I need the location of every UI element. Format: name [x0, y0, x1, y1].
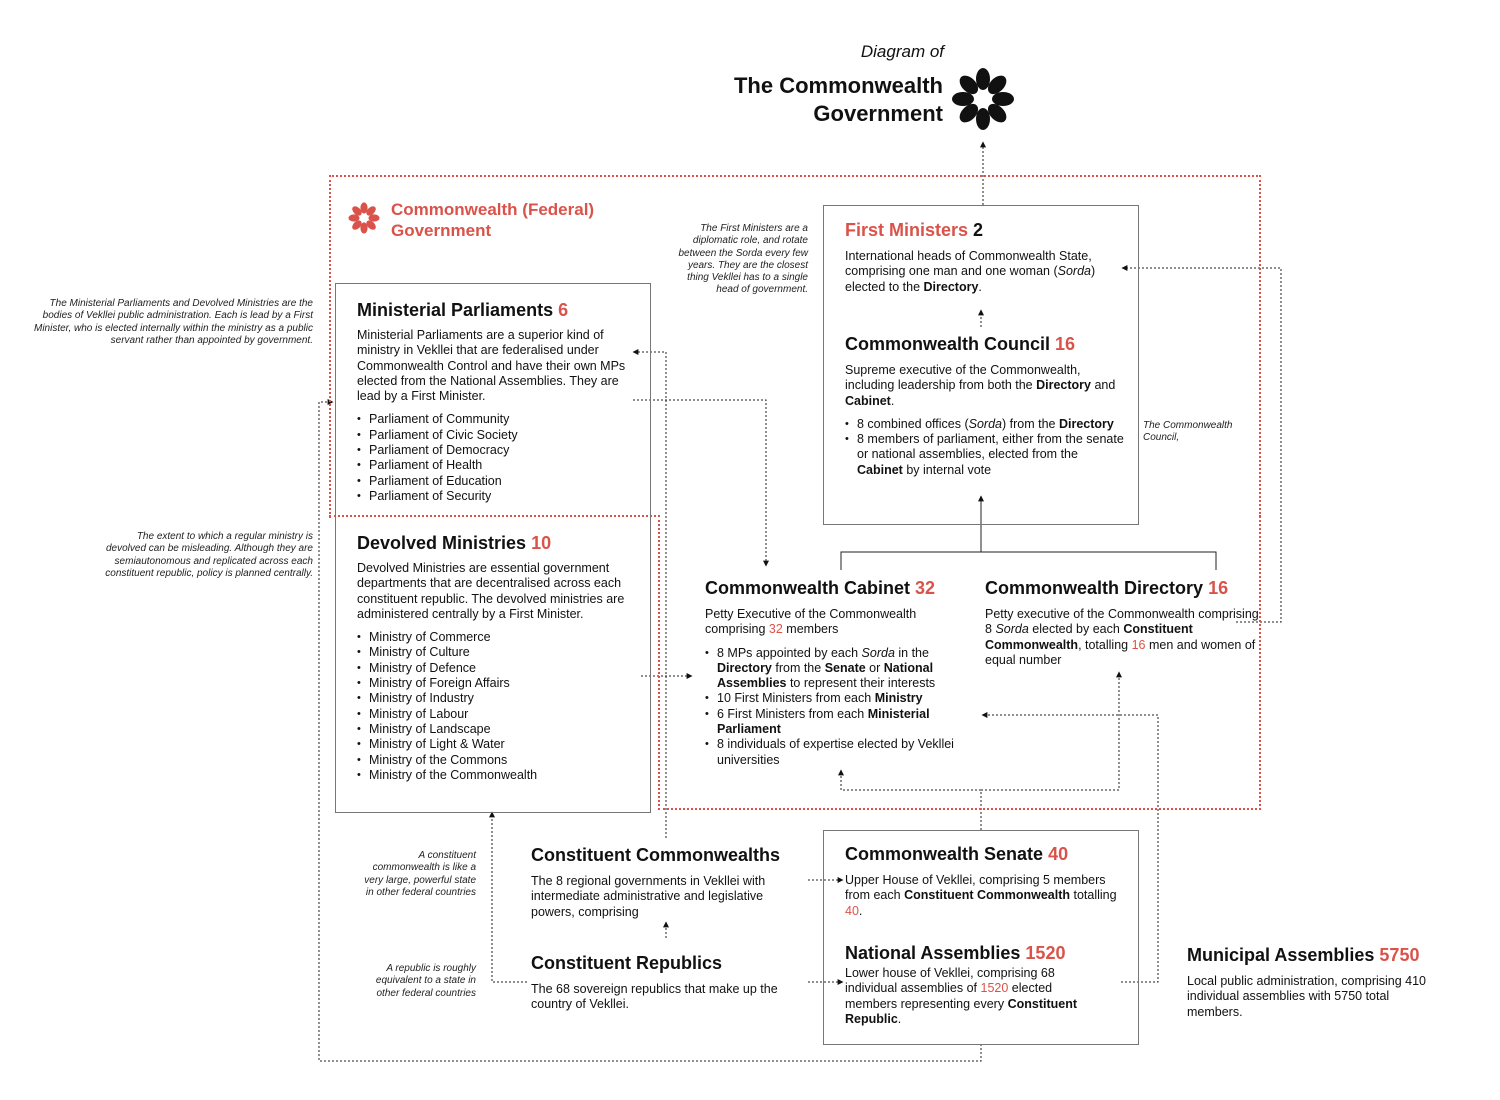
national-section: National Assemblies 1520 Lower house of …: [845, 942, 1095, 1027]
council-list: 8 combined offices (Sorda) from the Dire…: [845, 417, 1125, 478]
federal-boundary-lower: [658, 515, 1261, 810]
federal-title-line-1: Commonwealth (Federal): [391, 200, 595, 219]
list-item: Ministry of Foreign Affairs: [357, 676, 627, 692]
diagram-pretitle: Diagram of: [860, 42, 944, 61]
first-ministers-heading: First Ministers 2: [845, 220, 984, 240]
ministerial-heading: Ministerial Parliaments 6: [357, 300, 569, 320]
title-line-1: The Commonwealth: [733, 73, 943, 98]
first-ministers-section: First Ministers 2 International heads of…: [845, 219, 1125, 295]
ministerial-section: Ministerial Parliaments 6 Ministerial Pa…: [357, 299, 627, 505]
first-ministers-council-box: [823, 205, 1139, 525]
list-item: Parliament of Democracy: [357, 443, 627, 459]
list-item: 8 members of parliament, either from the…: [845, 432, 1125, 478]
senate-heading: Commonwealth Senate 40: [845, 844, 1069, 864]
list-item: 10 First Ministers from each Ministry: [705, 691, 973, 707]
constituent-commonwealths-desc: The 8 regional governments in Vekllei wi…: [531, 874, 766, 919]
list-item: Ministry of the Commonwealth: [357, 768, 627, 784]
list-item: Ministry of Labour: [357, 707, 627, 723]
list-item: Ministry of Landscape: [357, 722, 627, 738]
devolved-list: Ministry of Commerce Ministry of Culture…: [357, 630, 627, 783]
list-item: Ministry of Light & Water: [357, 737, 627, 753]
devolved-desc: Devolved Ministries are essential govern…: [357, 561, 625, 621]
note-first-ministers: The First Ministers are a diplomatic rol…: [678, 223, 808, 296]
senate-section: Commonwealth Senate 40 Upper House of Ve…: [845, 843, 1125, 919]
note-republic: A republic is roughly equivalent to a st…: [375, 963, 476, 999]
directory-heading: Commonwealth Directory 16: [985, 578, 1229, 598]
national-heading: National Assemblies 1520: [845, 943, 1066, 963]
list-item: Ministry of the Commons: [357, 753, 627, 769]
list-item: Parliament of Education: [357, 474, 627, 490]
list-item: Ministry of Commerce: [357, 630, 627, 646]
federal-boundary-upper: [329, 175, 1261, 518]
note-devolved: The extent to which a regular ministry i…: [105, 531, 313, 579]
federal-title-line-2: Government: [391, 221, 492, 240]
constituent-commonwealths-section: Constituent Commonwealths The 8 regional…: [531, 844, 801, 920]
constituent-commonwealths-heading: Constituent Commonwealths: [531, 845, 781, 865]
first-ministers-desc: International heads of Commonwealth Stat…: [845, 249, 1096, 294]
devolved-heading: Devolved Ministries 10: [357, 533, 552, 553]
flower-emblem-icon: [952, 68, 1014, 130]
council-section: Commonwealth Council 16 Supreme executiv…: [845, 333, 1125, 478]
devolved-section: Devolved Ministries 10 Devolved Ministri…: [357, 532, 627, 783]
legislature-box: [823, 830, 1139, 1045]
cabinet-heading: Commonwealth Cabinet 32: [705, 578, 936, 598]
list-item: Parliament of Security: [357, 489, 627, 505]
title-line-2: Government: [813, 101, 943, 126]
municipal-section: Municipal Assemblies 5750 Local public a…: [1187, 944, 1447, 1020]
note-constituent-commonwealth: A constituent commonwealth is like a ver…: [364, 850, 476, 898]
list-item: Parliament of Civic Society: [357, 428, 627, 444]
municipal-desc: Local public administration, comprising …: [1187, 974, 1427, 1019]
list-item: 8 combined offices (Sorda) from the Dire…: [845, 417, 1125, 433]
diagram-title: The Commonwealth Government: [734, 72, 943, 128]
cabinet-section: Commonwealth Cabinet 32 Petty Executive …: [705, 577, 973, 768]
national-desc: Lower house of Vekllei, comprising 68 in…: [845, 966, 1078, 1026]
ministerial-desc: Ministerial Parliaments are a superior k…: [357, 328, 626, 404]
federal-government-title: Commonwealth (Federal) Government: [391, 199, 594, 241]
council-heading: Commonwealth Council 16: [845, 334, 1076, 354]
list-item: 8 MPs appointed by each Sorda in the Dir…: [705, 646, 973, 692]
cabinet-list: 8 MPs appointed by each Sorda in the Dir…: [705, 646, 973, 768]
note-council: The Commonwealth Council,: [1143, 420, 1233, 444]
ministerial-parliaments-box: [335, 283, 651, 513]
constituent-republics-heading: Constituent Republics: [531, 953, 723, 973]
cabinet-desc: Petty Executive of the Commonwealth comp…: [705, 607, 917, 637]
directory-section: Commonwealth Directory 16 Petty executiv…: [985, 577, 1260, 668]
directory-desc: Petty executive of the Commonwealth comp…: [985, 607, 1259, 667]
constituent-republics-desc: The 68 sovereign republics that make up …: [531, 982, 778, 1012]
ministerial-list: Parliament of Community Parliament of Ci…: [357, 412, 627, 504]
federal-flower-icon: [348, 202, 380, 234]
list-item: 8 individuals of expertise elected by Ve…: [705, 737, 973, 768]
municipal-heading: Municipal Assemblies 5750: [1187, 945, 1420, 965]
constituent-republics-section: Constituent Republics The 68 sovereign r…: [531, 952, 801, 1013]
list-item: Parliament of Community: [357, 412, 627, 428]
list-item: Ministry of Industry: [357, 691, 627, 707]
list-item: Ministry of Culture: [357, 645, 627, 661]
senate-desc: Upper House of Vekllei, comprising 5 mem…: [845, 873, 1117, 918]
federal-boundary-divider: [329, 515, 660, 517]
list-item: Parliament of Health: [357, 458, 627, 474]
devolved-ministries-box: [335, 513, 651, 813]
note-ministerial: The Ministerial Parliaments and Devolved…: [33, 298, 313, 346]
council-desc: Supreme executive of the Commonwealth, i…: [845, 363, 1116, 408]
list-item: 6 First Ministers from each Ministerial …: [705, 707, 973, 738]
list-item: Ministry of Defence: [357, 661, 627, 677]
